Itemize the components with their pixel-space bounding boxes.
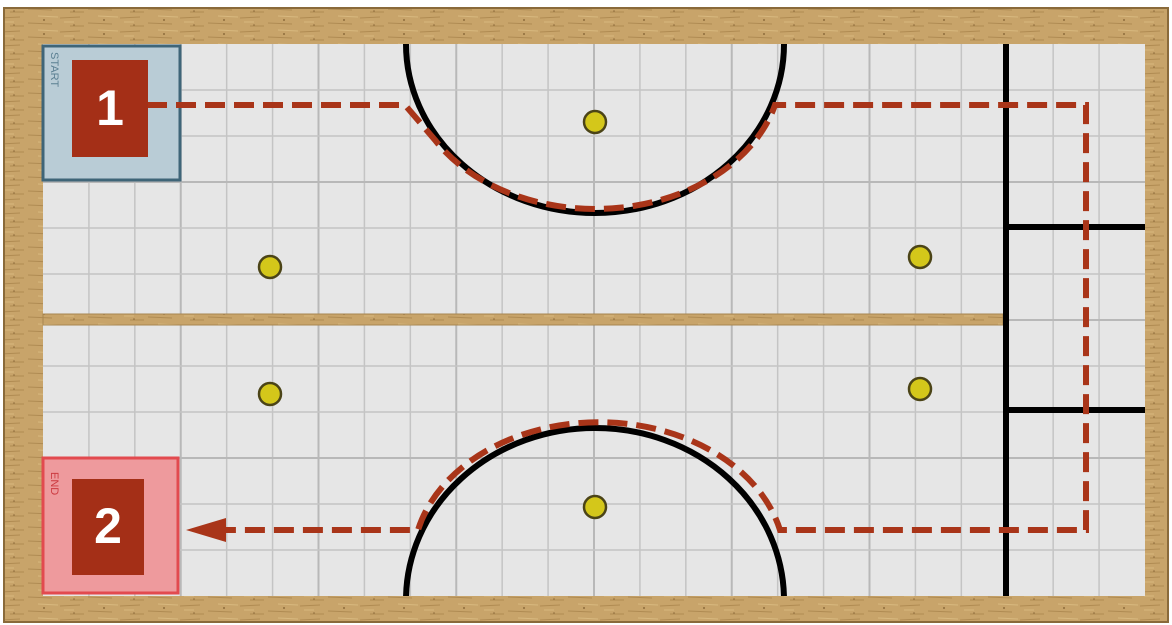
target-dot [909, 378, 931, 400]
step-marker-1: 1 [72, 60, 148, 157]
end-label: END [48, 472, 60, 495]
target-dot [259, 383, 281, 405]
step-marker-1-label: 1 [96, 80, 124, 136]
step-marker-2-label: 2 [94, 498, 122, 554]
step-marker-2: 2 [72, 479, 144, 575]
start-label: START [48, 52, 60, 87]
target-dot [584, 111, 606, 133]
center-divider-wall [43, 314, 1003, 325]
target-dot [584, 496, 606, 518]
target-dot [909, 246, 931, 268]
target-dot [259, 256, 281, 278]
